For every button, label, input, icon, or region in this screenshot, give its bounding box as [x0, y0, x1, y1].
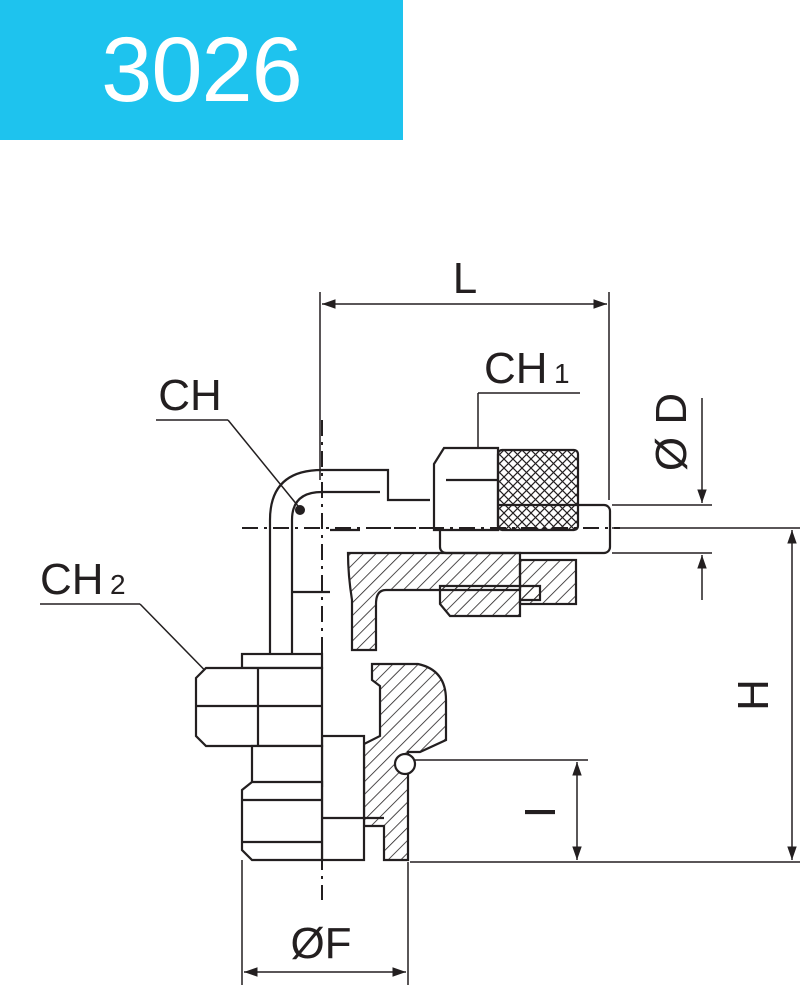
label-ch1-main: CH: [484, 344, 548, 393]
elbow-section: [346, 551, 522, 652]
leader-ch: CH: [156, 371, 305, 515]
dimension-h: H: [410, 527, 800, 863]
label-ch2-sub: 2: [110, 569, 126, 600]
o-ring: [393, 752, 417, 776]
label-l: L: [453, 254, 477, 303]
vertical-bore: [320, 734, 366, 862]
dimension-l: L: [319, 254, 610, 500]
part-number-title: 3026: [101, 19, 303, 121]
label-ch: CH: [158, 371, 222, 420]
label-ch2-main: CH: [40, 555, 104, 604]
label-i: I: [516, 806, 565, 818]
title-banner: 3026: [0, 0, 403, 140]
label-f: ØF: [290, 919, 351, 968]
ch1-nut: [432, 446, 580, 532]
threaded-stem: [240, 744, 324, 862]
dimension-i: I: [400, 759, 588, 860]
label-ch1-sub: 1: [554, 358, 570, 389]
label-d: Ø D: [647, 393, 696, 471]
dimension-f: ØF: [241, 860, 409, 985]
union-collar-section: [518, 558, 578, 606]
label-h: H: [729, 679, 778, 711]
ch2-hex-nut: [194, 652, 324, 748]
dimension-d: Ø D: [612, 393, 712, 600]
